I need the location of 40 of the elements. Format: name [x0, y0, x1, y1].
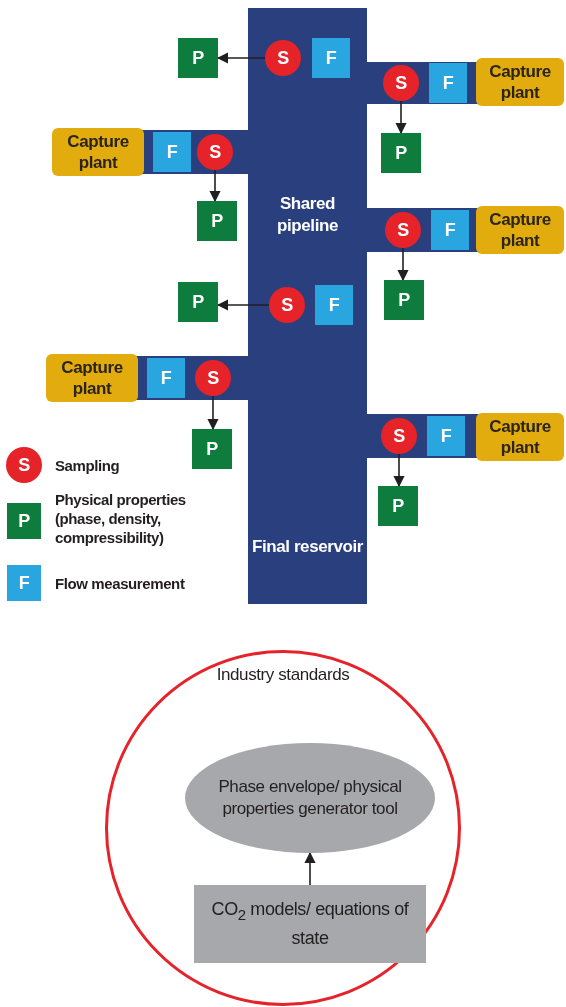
property-box: P	[378, 486, 418, 526]
property-box: P	[178, 282, 218, 322]
property-box: P	[192, 429, 232, 469]
flow-meter-box: F	[312, 38, 350, 78]
capture-plant-box: Capture plant	[52, 128, 144, 176]
sampling-circle: S	[269, 287, 305, 323]
capture-plant-box: Capture plant	[476, 206, 564, 254]
arrow	[397, 247, 409, 282]
flow-meter-box: F	[429, 63, 467, 103]
model-box: CO$_{2}$ models/ equations of state	[194, 885, 426, 963]
legend-swatch: P	[7, 503, 41, 539]
property-box: P	[178, 38, 218, 78]
circle-heading: Industry standards	[215, 665, 351, 685]
legend-text: Sampling	[55, 456, 121, 475]
standards-circle	[105, 650, 461, 1006]
arrow	[304, 851, 316, 886]
capture-plant-box: Capture plant	[46, 354, 138, 402]
flow-meter-box: F	[147, 358, 185, 398]
arrow	[395, 100, 407, 135]
arrow	[393, 453, 405, 488]
pipeline-label: Final reservoir	[250, 536, 365, 558]
pipeline-label: Shared pipeline	[275, 193, 339, 237]
legend-swatch: S	[6, 447, 42, 483]
pipeline-band	[248, 8, 367, 604]
flow-meter-box: F	[427, 416, 465, 456]
property-box: P	[197, 201, 237, 241]
arrow	[207, 395, 219, 431]
property-box: P	[384, 280, 424, 320]
capture-plant-box: Capture plant	[476, 413, 564, 461]
arrow	[209, 169, 221, 203]
flow-meter-box: F	[153, 132, 191, 172]
legend-swatch: F	[7, 565, 41, 601]
flow-meter-box: F	[431, 210, 469, 250]
legend-text: Flow measurement	[55, 574, 186, 593]
flow-meter-box: F	[315, 285, 353, 325]
tool-ellipse: Phase envelope/ physical properties generator tool	[185, 743, 435, 853]
sampling-circle: S	[265, 40, 301, 76]
property-box: P	[381, 133, 421, 173]
legend-text: Physical properties (phase, density, compressibility)	[55, 490, 187, 547]
capture-plant-box: Capture plant	[476, 58, 564, 106]
